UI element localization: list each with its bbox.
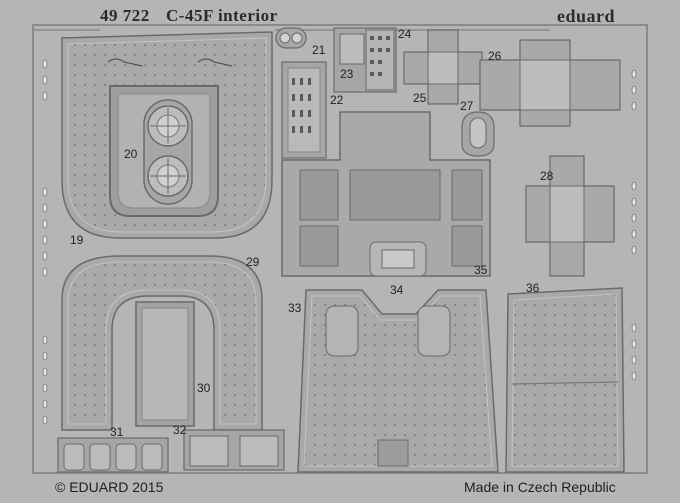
part-32-brackets: [183, 429, 285, 471]
part-31-seat-row: [57, 437, 169, 473]
part-22-switch-panel: [281, 61, 327, 159]
origin-text: Made in Czech Republic: [464, 479, 616, 495]
fret-code: 49 722: [100, 6, 150, 25]
label-21: 21: [312, 43, 326, 57]
part-27-clip: [461, 111, 495, 157]
label-36: 36: [526, 281, 540, 295]
label-23: 23: [340, 67, 354, 81]
label-19: 19: [70, 233, 84, 247]
brand-logo: eduard: [557, 6, 616, 26]
part-36-side-panel: [505, 287, 625, 473]
label-25: 25: [413, 91, 427, 105]
fret-frame: [32, 24, 648, 474]
part-28-cross: [525, 155, 615, 277]
part-30-panel: [135, 301, 195, 427]
label-33: 33: [288, 301, 302, 315]
label-29: 29: [246, 255, 260, 269]
copyright-text: © EDUARD 2015: [55, 479, 164, 495]
label-35: 35: [474, 263, 488, 277]
side-holes-left: [42, 59, 48, 425]
label-22: 22: [330, 93, 344, 107]
fret-title: C-45F interior: [166, 6, 278, 25]
label-24: 24: [398, 27, 412, 41]
part-21-knob: [275, 27, 307, 49]
label-28: 28: [540, 169, 554, 183]
label-32: 32: [173, 423, 187, 437]
part-29-arch-panel: [61, 255, 263, 431]
part-35-floor-frame: [281, 111, 491, 277]
part-25-cross: [403, 29, 483, 105]
part-26-cross: [479, 39, 621, 127]
label-20: 20: [124, 147, 138, 161]
label-27: 27: [460, 99, 474, 113]
label-31: 31: [110, 425, 124, 439]
label-30: 30: [197, 381, 211, 395]
part-33-floor-panel: [297, 289, 499, 473]
side-holes-right: [631, 69, 637, 381]
part-23-24-panels: [333, 27, 397, 93]
part-19-bulkhead: [61, 31, 273, 239]
label-26: 26: [488, 49, 502, 63]
label-34: 34: [390, 283, 404, 297]
